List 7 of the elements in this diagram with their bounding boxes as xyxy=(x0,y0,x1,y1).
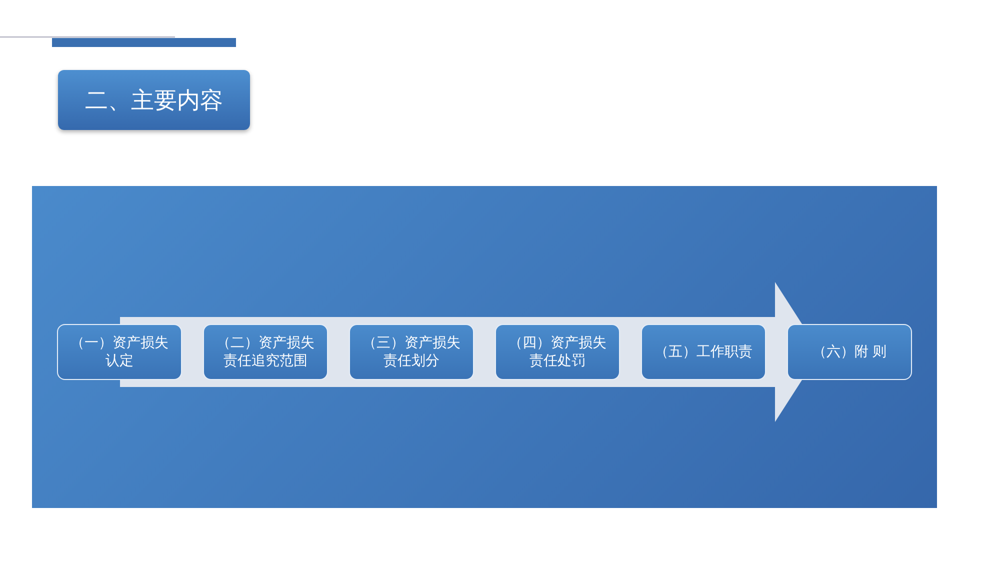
process-box: （三）资产损失责任划分 xyxy=(349,324,474,380)
process-box: （五）工作职责 xyxy=(641,324,766,380)
heading: 二、主要内容 xyxy=(58,70,250,130)
process-box: （四）资产损失责任处罚 xyxy=(495,324,620,380)
process-box: （六）附 则 xyxy=(787,324,912,380)
process-box: （一）资产损失认定 xyxy=(57,324,182,380)
process-box: （二）资产损失责任追究范围 xyxy=(203,324,328,380)
